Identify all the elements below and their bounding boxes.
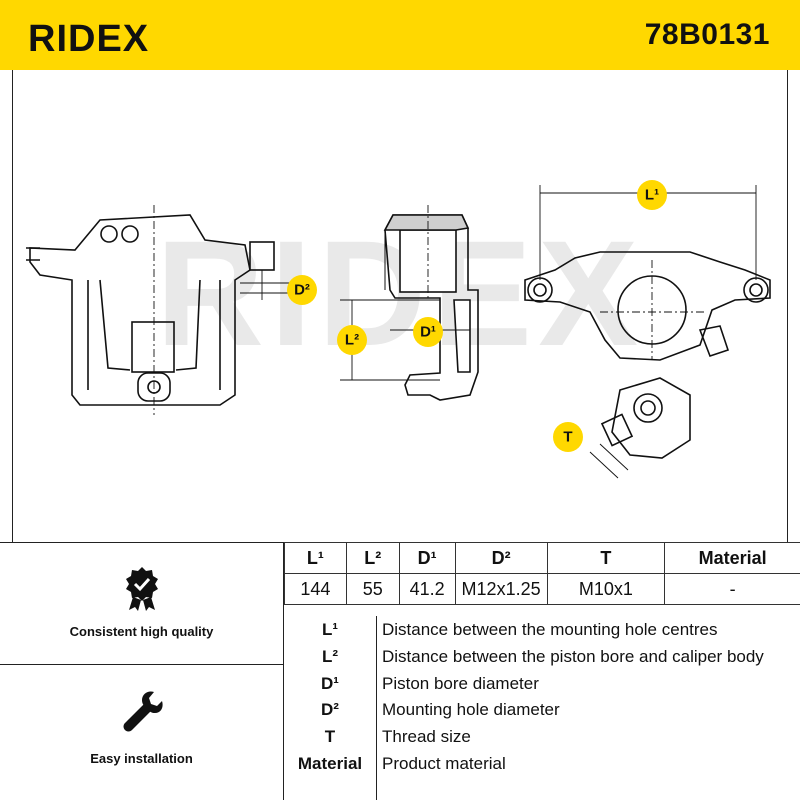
d2-callout: D² — [287, 275, 317, 305]
spec-header-d1: D¹ — [398, 542, 456, 574]
definition-key: Material — [297, 754, 363, 773]
watermark-text: RIDEX — [156, 209, 644, 377]
spec-value-d1: 41.2 — [398, 573, 456, 605]
wrench-icon — [123, 691, 163, 732]
caliper-front-view — [26, 205, 300, 415]
definition-key: L¹ — [321, 620, 339, 639]
svg-text:D²: D² — [294, 282, 310, 299]
definition-text: Piston bore diameter — [382, 674, 539, 693]
spec-table: L¹ L² D¹ D² T Material 144 55 41.2 M12x1… — [284, 542, 800, 605]
feature-quality: Consistent high quality — [0, 565, 283, 639]
feature-installation-label: Easy installation — [90, 751, 193, 766]
frame-left — [12, 70, 13, 542]
definition-text: Thread size — [382, 727, 471, 746]
t-callout: T — [553, 422, 583, 452]
spec-header-material: Material — [664, 542, 800, 574]
definition-row: Material Product material — [284, 754, 800, 780]
spec-value-d2: M12x1.25 — [454, 573, 548, 605]
spec-value-l2: 55 — [345, 573, 400, 605]
definition-key: L² — [321, 647, 339, 666]
spec-value-row: 144 55 41.2 M12x1.25 M10x1 - — [284, 573, 800, 605]
svg-text:D¹: D¹ — [420, 324, 436, 341]
caliper-drawing: RIDEX D² L² D¹ — [26, 180, 771, 479]
spec-header-t: T — [546, 542, 666, 574]
definition-row: T Thread size — [284, 727, 800, 753]
svg-text:T: T — [563, 429, 572, 446]
column-divider — [283, 542, 284, 800]
svg-text:RIDEX: RIDEX — [28, 18, 149, 56]
brand-logo: RIDEX — [28, 18, 149, 56]
spec-value-t: M10x1 — [546, 573, 666, 605]
part-code: 78B0131 — [644, 18, 770, 51]
definition-key: T — [324, 727, 336, 746]
bleed-screw-detail — [589, 377, 691, 479]
feature-installation: Easy installation — [0, 688, 283, 766]
definition-row: L² Distance between the piston bore and … — [284, 647, 800, 673]
definition-row: L¹ Distance between the mounting hole ce… — [284, 620, 800, 646]
spec-value-l1: 144 — [284, 573, 347, 605]
definition-text: Distance between the mounting hole centr… — [382, 620, 718, 639]
definition-text: Product material — [382, 754, 506, 773]
spec-header-l1: L¹ — [284, 542, 347, 574]
definition-row: D² Mounting hole diameter — [284, 700, 800, 726]
badge-check-icon — [125, 567, 158, 611]
feature-quality-label: Consistent high quality — [69, 624, 214, 639]
definition-text: Mounting hole diameter — [382, 700, 560, 719]
caliper-section-view — [340, 205, 479, 401]
definition-text: Distance between the piston bore and cal… — [382, 647, 764, 666]
spec-value-material: - — [664, 573, 800, 605]
spec-header-d2: D² — [454, 542, 548, 574]
definition-key: D¹ — [321, 674, 339, 693]
l2-callout: L² — [337, 325, 367, 355]
definition-key: D² — [321, 700, 339, 719]
spec-header-l2: L² — [345, 542, 400, 574]
d1-callout: D¹ — [413, 317, 443, 347]
frame-right — [787, 70, 788, 542]
definition-row: D¹ Piston bore diameter — [284, 674, 800, 700]
l1-callout: L¹ — [637, 180, 667, 210]
svg-text:L²: L² — [345, 332, 359, 349]
spec-header-row: L¹ L² D¹ D² T Material — [284, 542, 800, 574]
header-bar: RIDEX 78B0131 — [0, 0, 800, 70]
svg-text:L¹: L¹ — [645, 187, 659, 204]
definitions-divider — [376, 616, 377, 800]
feature-divider — [0, 664, 283, 665]
